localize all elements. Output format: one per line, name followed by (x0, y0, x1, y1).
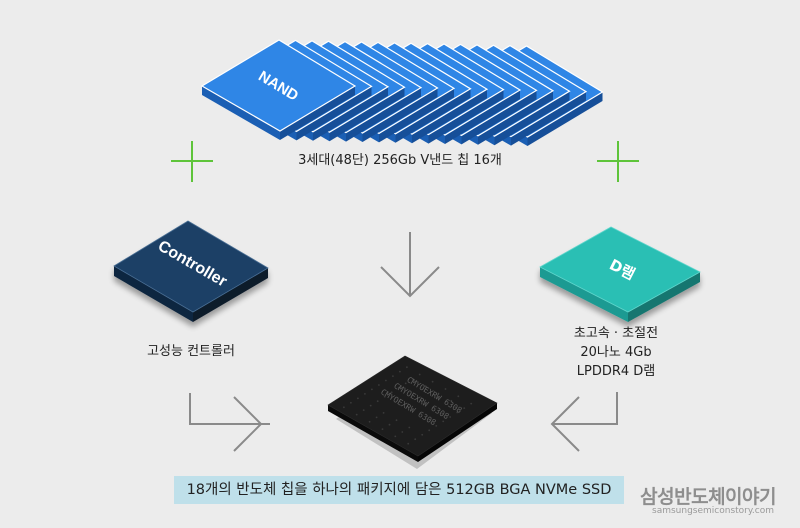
package-dot (424, 385, 427, 388)
package-dot (362, 409, 365, 411)
package-dot (371, 388, 373, 391)
package-dot (411, 378, 414, 380)
package-dot (421, 433, 424, 436)
package-dot (450, 399, 453, 402)
package-dot (388, 423, 391, 426)
nand-chip (200, 39, 357, 140)
arrow-bend-right-icon (189, 393, 270, 452)
arrow-down-icon (380, 232, 440, 298)
package-dot (418, 373, 421, 376)
package-dot (408, 426, 411, 429)
package-dot (456, 411, 459, 414)
package-dot (364, 393, 366, 395)
dram-chip: D램 (539, 226, 701, 322)
package-dot (368, 420, 371, 423)
package-dot (399, 370, 401, 373)
package-dot (355, 413, 358, 416)
nand-chip-stack: NAND (200, 39, 604, 146)
package-dot (350, 401, 352, 404)
package-dot (428, 429, 431, 432)
package-dot (431, 380, 434, 383)
package-dot (404, 382, 407, 385)
package-dot (437, 392, 440, 395)
package-dot (444, 388, 447, 390)
brand-logo-text: 삼성반도체이야기 (640, 486, 776, 508)
package-dot (397, 386, 400, 389)
package-dot (395, 419, 398, 422)
package-dot (390, 391, 393, 394)
package-dot (449, 416, 452, 418)
nand-caption: 3세대(48단) 256Gb V낸드 칩 16개 (298, 153, 502, 168)
package-dot (382, 412, 385, 414)
ssd-package-chip: CMYOEXRW 6308 CMYOEXRW 6308 CMYOEXRW 630… (327, 355, 498, 469)
package-dot (383, 395, 386, 398)
package-dot (394, 435, 397, 438)
dram-caption-line: LPDDR4 D램 (576, 364, 656, 379)
dram-caption: 초고속 · 초절전 20나노 4Gb LPDDR4 D램 (546, 324, 686, 381)
package-dot (406, 366, 408, 369)
dram-caption-line: 초고속 · 초절전 (573, 326, 659, 341)
package-dot (378, 384, 380, 386)
summary-banner: 18개의 반도체 칩을 하나의 패키지에 담은 512GB BGA NVMe S… (174, 476, 624, 504)
package-dot (357, 397, 359, 400)
brand-url: samsungsemiconstory.com (652, 506, 774, 516)
package-dot (470, 402, 473, 405)
package-dot (343, 406, 345, 409)
package-dot (392, 375, 394, 377)
package-dot (463, 407, 466, 409)
controller-caption: 고성능 컨트롤러 (147, 344, 235, 359)
package-dot (442, 420, 445, 423)
package-dot (457, 395, 460, 398)
plus-sign-right (597, 141, 639, 182)
package-dot (435, 425, 438, 427)
package-surface-dots (343, 366, 473, 445)
package-dot (407, 442, 410, 445)
package-dot (369, 404, 372, 407)
package-dot (414, 438, 417, 441)
package-dot (376, 400, 379, 403)
package-dot (375, 416, 378, 419)
plus-sign-left (171, 141, 213, 182)
dram-caption-line: 20나노 4Gb (580, 345, 652, 360)
package-dot (381, 428, 384, 430)
package-dot (385, 379, 387, 382)
package-dot (401, 431, 404, 433)
arrow-bend-left-icon (550, 392, 618, 452)
controller-chip: Controller (113, 220, 269, 322)
